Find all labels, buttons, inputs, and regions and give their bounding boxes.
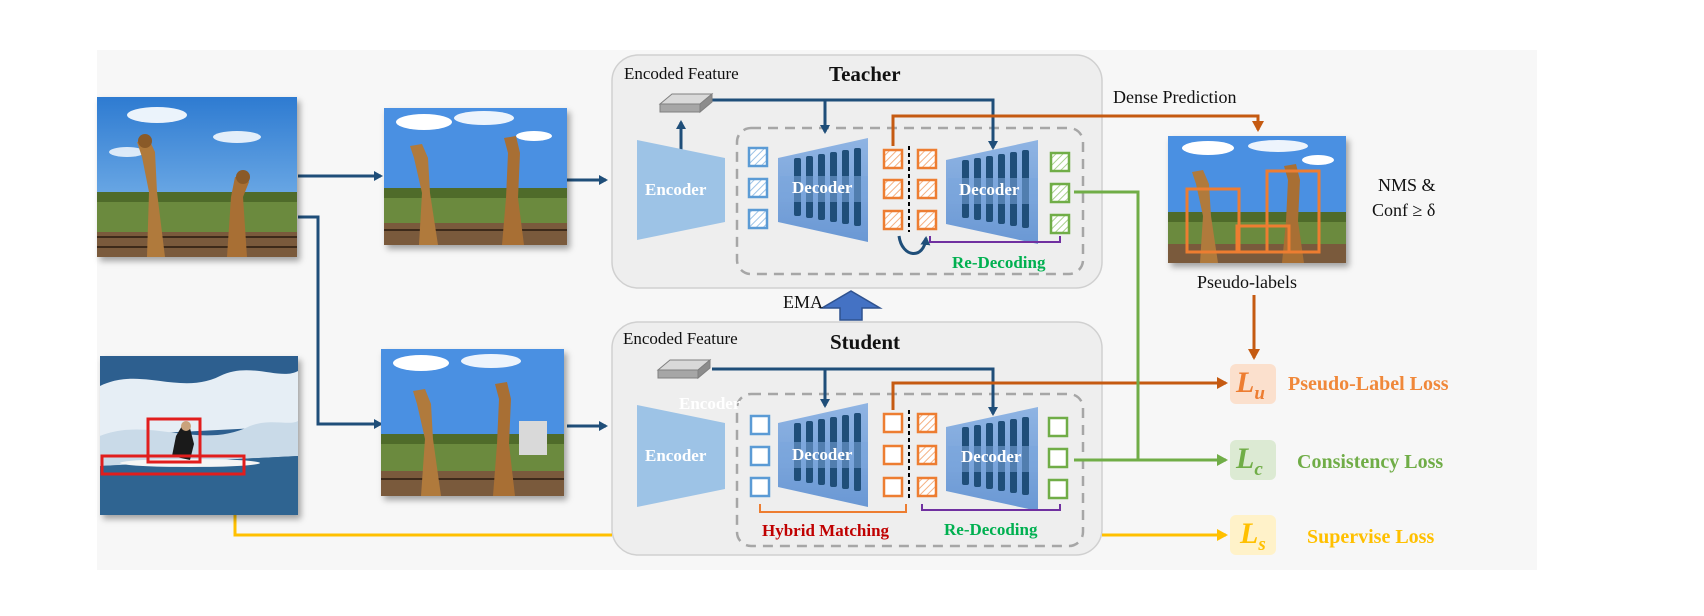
- nms-label-line1: NMS &: [1378, 175, 1436, 195]
- consistency-loss-symbol: Lc: [1236, 442, 1263, 480]
- ema-label: EMA: [783, 292, 823, 312]
- input-image-giraffes: [97, 97, 297, 257]
- teacher-redecoding-bracket: [929, 236, 1061, 243]
- pseudo-labels-label: Pseudo-labels: [1197, 272, 1297, 292]
- student-redecoding-label: Re-Decoding: [944, 520, 1038, 539]
- student-title: Student: [830, 330, 901, 354]
- student-encoder-overlap-label: Encoder: [679, 394, 741, 413]
- student-decoder-region: [735, 392, 1085, 548]
- teacher-decoder2-label: Decoder: [959, 180, 1020, 199]
- arrow-input-to-strong: [298, 215, 383, 429]
- pseudo-loss-symbol: Lu: [1236, 366, 1265, 404]
- hybrid-matching-bracket: [759, 504, 907, 513]
- student-redecoding-bracket: [921, 504, 1061, 511]
- pseudo-label-image: [1168, 136, 1346, 263]
- supervise-loss-label: Supervise Loss: [1307, 526, 1435, 548]
- gt-box-person: [146, 417, 202, 464]
- student-encoded-feature-label: Encoded Feature: [623, 329, 738, 348]
- student-green-squares: [1047, 416, 1069, 500]
- student-decoder2-label: Decoder: [961, 447, 1022, 466]
- labeled-surfer-image: [100, 356, 298, 515]
- teacher-decoder-region: [735, 126, 1085, 276]
- teacher-decoder1-label: Decoder: [792, 178, 853, 197]
- gt-box-surfboard: [100, 454, 246, 476]
- teacher-encoder-shape: [637, 140, 725, 240]
- student-encoder-label: Encoder: [645, 446, 707, 465]
- teacher-recycle-arrow: [897, 235, 931, 255]
- teacher-query-squares: [747, 146, 769, 230]
- weak-augmented-image: [384, 108, 567, 245]
- strong-augmented-image: [381, 349, 564, 496]
- hybrid-matching-label: Hybrid Matching: [762, 521, 890, 540]
- student-orange-squares: [882, 412, 938, 498]
- teacher-orange-squares: [882, 148, 938, 231]
- teacher-redecoding-label: Re-Decoding: [952, 253, 1046, 272]
- consistency-loss-label: Consistency Loss: [1297, 451, 1444, 473]
- teacher-encoder-label: Encoder: [645, 180, 707, 199]
- nms-label-line2: Conf ≥ δ: [1372, 200, 1436, 220]
- student-query-squares: [749, 414, 771, 498]
- ema-arrow-icon: [819, 290, 883, 321]
- student-decoder1-label: Decoder: [792, 445, 853, 464]
- dense-prediction-label: Dense Prediction: [1113, 87, 1237, 107]
- student-encoder-shape: [637, 405, 725, 507]
- teacher-encoded-feature-label: Encoded Feature: [624, 64, 739, 83]
- student-feature-slab: [656, 358, 712, 380]
- consistency-loss-box: [1230, 440, 1276, 480]
- pseudo-loss-box: [1230, 364, 1276, 404]
- pseudo-loss-arrow: [891, 377, 1228, 410]
- teacher-green-squares: [1049, 151, 1071, 235]
- dense-prediction-arrow: [891, 114, 1264, 146]
- teacher-consistency-line: [1074, 190, 1140, 460]
- supervise-loss-symbol: Ls: [1240, 517, 1266, 555]
- pseudo-loss-label: Pseudo-Label Loss: [1288, 373, 1449, 395]
- teacher-feature-slab: [658, 92, 714, 114]
- supervise-loss-box: [1230, 515, 1276, 555]
- teacher-title: Teacher: [829, 62, 901, 86]
- supervise-line-left: [233, 515, 612, 537]
